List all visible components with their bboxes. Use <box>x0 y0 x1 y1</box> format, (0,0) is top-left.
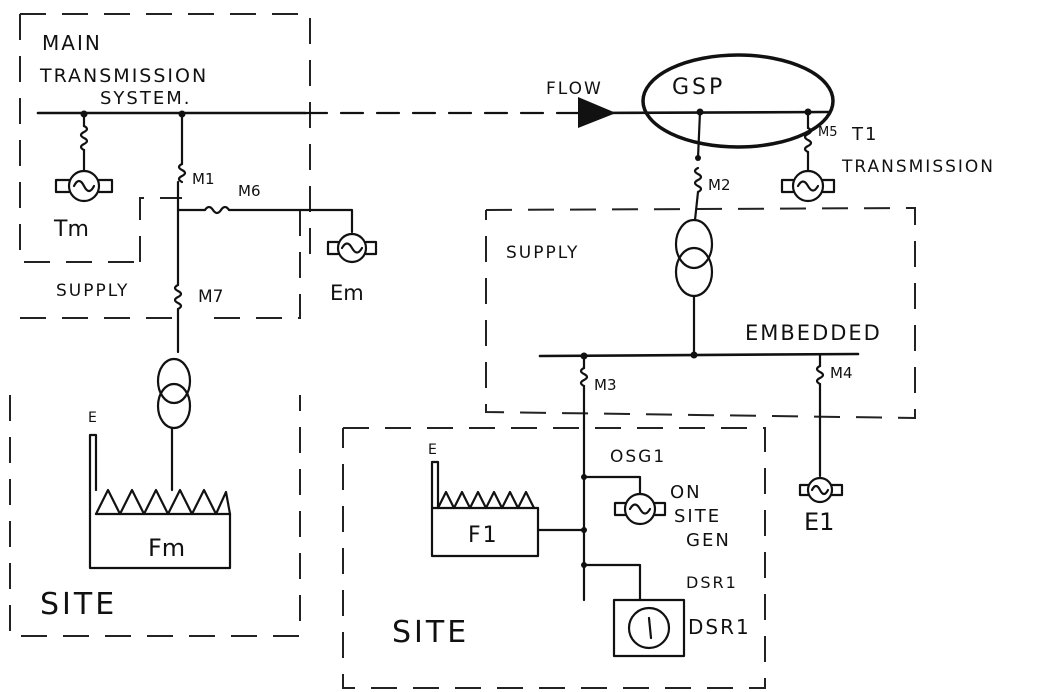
fm-factory-icon <box>88 433 232 570</box>
tm-label: Tm <box>53 217 89 242</box>
gen-label: GEN <box>686 530 731 551</box>
f1-label: F1 <box>468 523 499 548</box>
site-center-label: SITE <box>392 615 469 650</box>
e1-label: E1 <box>804 508 834 536</box>
m6-feeder <box>176 205 354 234</box>
m4-label: M4 <box>830 364 853 382</box>
m2-meter-symbol <box>693 166 703 194</box>
supply-left-label: SUPPLY <box>56 281 129 301</box>
flow-arrow <box>578 97 616 128</box>
m7-label: M7 <box>198 287 223 307</box>
osg1-generator-icon <box>613 492 667 526</box>
m3-meter-symbol <box>579 366 589 388</box>
transmission-label: TRANSMISSION <box>841 157 995 177</box>
embedded-busbar <box>538 352 860 358</box>
em-generator-icon <box>326 232 378 264</box>
m3-label: M3 <box>594 376 617 394</box>
embedded-label: EMBEDDED <box>745 321 882 345</box>
supply-left-boundary <box>20 210 301 319</box>
tm-generator-icon <box>54 169 114 203</box>
m6-label: M6 <box>238 182 261 200</box>
t1-generator-icon <box>780 169 836 203</box>
main-transmission-boundary <box>19 13 311 263</box>
on-label: ON <box>670 482 702 503</box>
stack-emission-center: E <box>428 442 437 458</box>
stack-emission-left: E <box>88 410 97 426</box>
supply-embedded-boundary <box>485 206 916 420</box>
main-label-line3: SYSTEM. <box>100 88 191 109</box>
tm-breaker-symbol <box>79 124 89 152</box>
main-label-line1: MAIN <box>42 31 102 55</box>
m5-meter-symbol <box>803 126 813 154</box>
main-label-line2: TRANSMISSION <box>39 65 208 87</box>
flow-label: FLOW <box>546 79 603 99</box>
right-transformer-icon <box>674 218 714 298</box>
m2-label: M2 <box>708 176 731 194</box>
fm-label: Fm <box>148 534 185 562</box>
left-transformer-icon <box>156 357 192 430</box>
site-left-boundary <box>9 395 301 637</box>
site-left-label: SITE <box>40 587 117 622</box>
site-word-label: SITE <box>674 506 721 527</box>
m1-meter-symbol <box>177 162 187 184</box>
osg1-label: OSG1 <box>610 447 666 467</box>
gsp-busbar <box>578 110 832 115</box>
e1-generator-icon <box>798 476 844 504</box>
m4-meter-symbol <box>815 364 825 386</box>
gsp-highlight-ellipse <box>641 53 835 149</box>
m5-label: M5 <box>818 125 838 140</box>
m1-label: M1 <box>192 170 215 188</box>
dsr1-label: DSR1 <box>688 615 751 639</box>
m7-meter-symbol <box>173 283 183 311</box>
t1-label: T1 <box>851 124 878 145</box>
dsr1-top-label: DSR1 <box>686 573 738 592</box>
gsp-label: GSP <box>672 75 725 100</box>
supply-right-label: SUPPLY <box>506 243 579 263</box>
dsr1-meter-icon <box>612 598 686 658</box>
site-center-boundary <box>342 427 766 689</box>
f1-factory-icon <box>430 460 540 558</box>
em-label: Em <box>330 281 364 305</box>
